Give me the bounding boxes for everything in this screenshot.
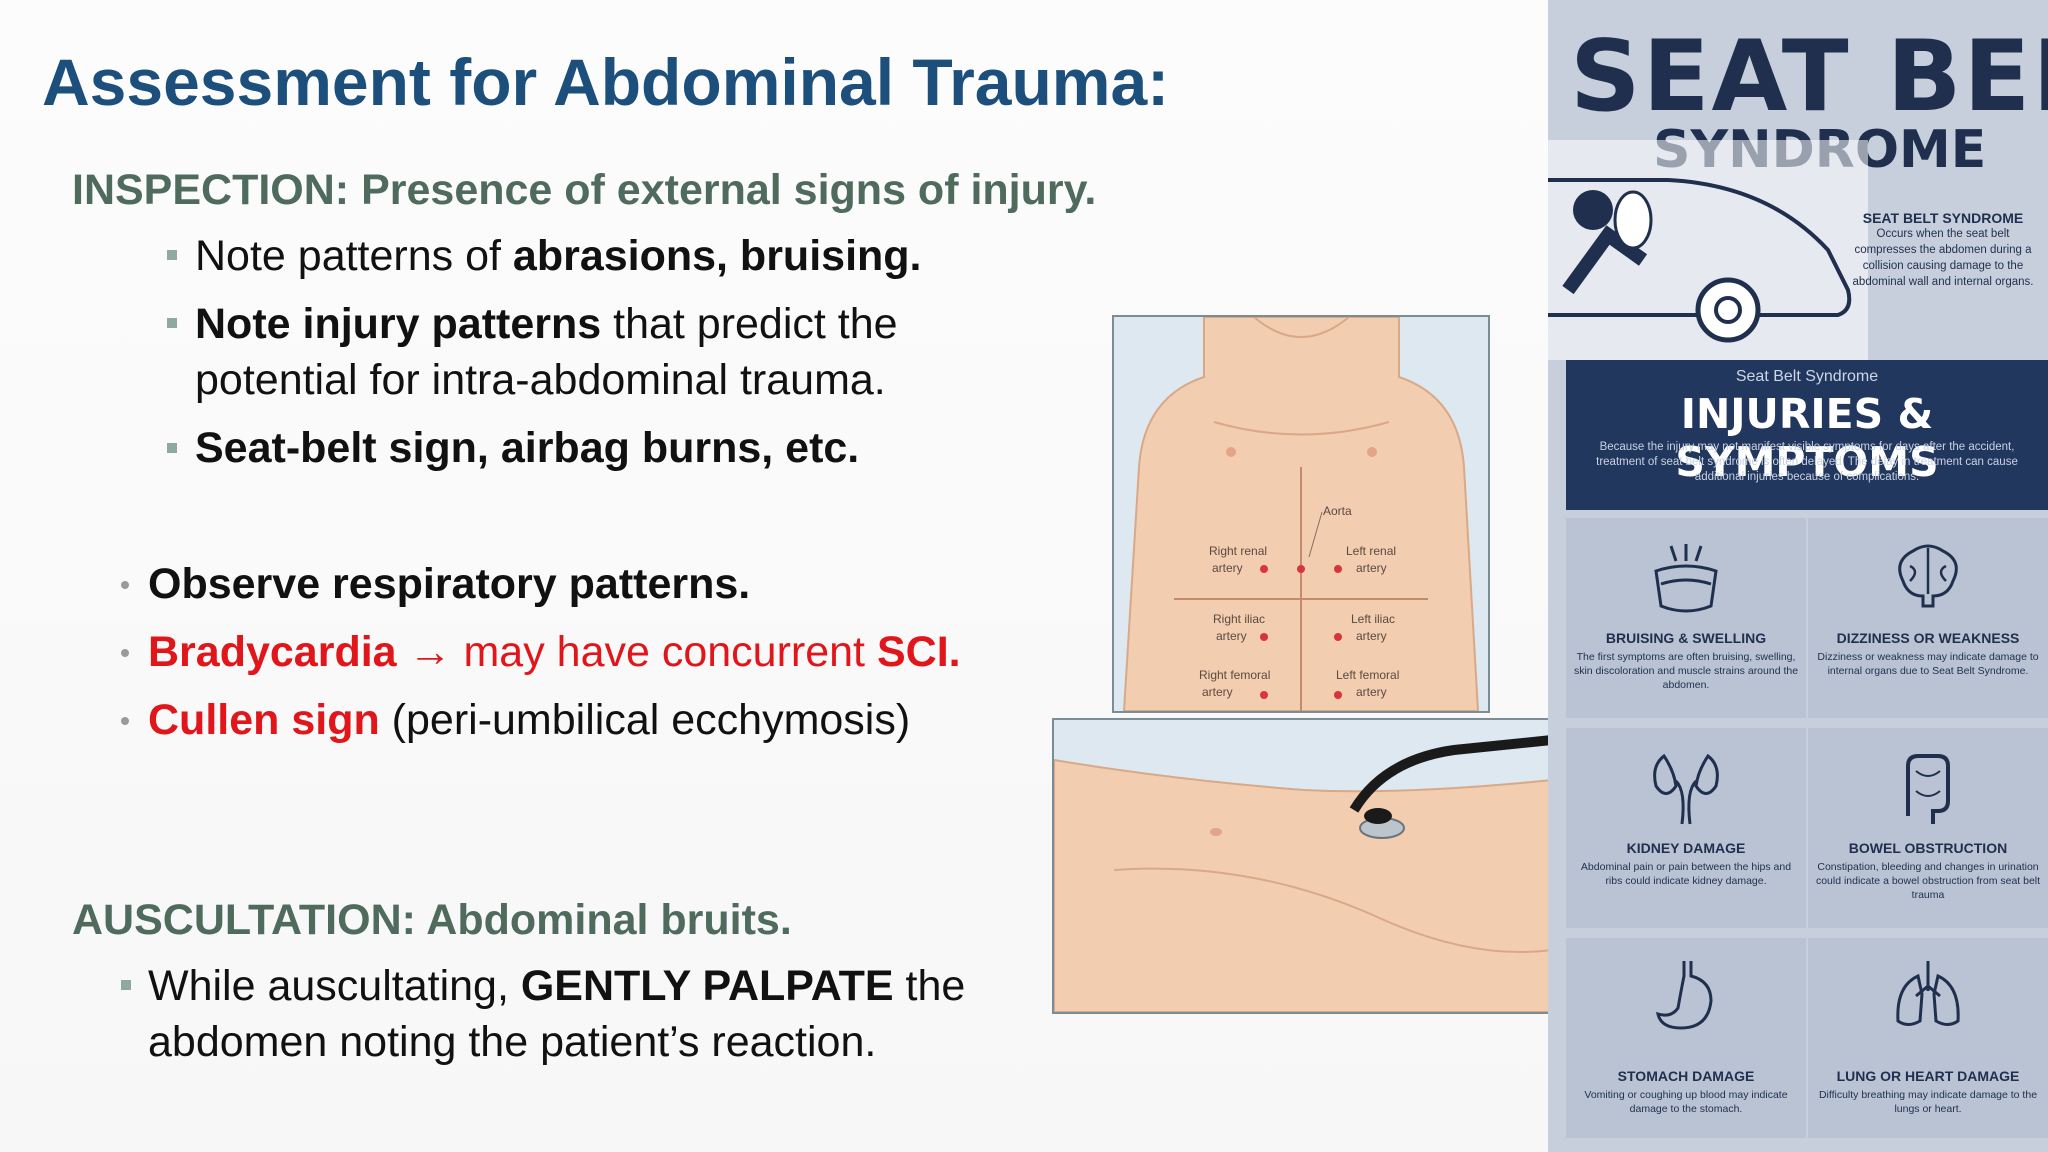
text: that predict the (601, 300, 898, 348)
label-left-renal-2: artery (1356, 561, 1387, 575)
arrow-icon: → (408, 628, 452, 676)
slide-title: Assessment for Abdominal Trauma: (42, 45, 1170, 119)
inspection-heading: INSPECTION: Presence of external signs o… (72, 166, 1097, 214)
tile-heading: DIZZINESS OR WEAKNESS (1836, 630, 2020, 646)
bold-text: abrasions, bruising. (512, 232, 922, 280)
label-right-iliac-2: artery (1216, 629, 1247, 643)
tile-text: Vomiting or coughing up blood may indica… (1584, 1089, 1788, 1115)
text: Note patterns of (195, 232, 513, 280)
bold-text: GENTLY PALPATE (520, 962, 894, 1010)
bullet-dot (121, 717, 129, 725)
bullet-dot (121, 649, 129, 657)
bold-text: Seat-belt sign, airbag burns, etc. (195, 424, 860, 472)
auscultation-illustration (1052, 718, 1554, 1014)
band-description: Because the injury may not manifest visi… (1596, 441, 2018, 483)
tile-dizziness: DIZZINESS OR WEAKNESS Dizziness or weakn… (1808, 518, 2048, 718)
patient-stethoscope-illustration (1054, 735, 1552, 1012)
tile-heading: BOWEL OBSTRUCTION (1848, 840, 2008, 856)
bullet-square (167, 318, 177, 328)
observation-bradycardia: Bradycardia → may have concurrent SCI. (148, 624, 961, 680)
bruising-icon (1654, 544, 1718, 613)
text: the (893, 962, 966, 1010)
bold-text: Cullen sign (148, 696, 380, 744)
seat-belt-syndrome-infographic: SEAT BELT SYNDROME SEAT BELT SYNDROME Oc… (1548, 0, 2048, 1152)
bold-text: Note injury patterns (195, 300, 602, 348)
intestine-icon (1906, 754, 1950, 824)
car-card: SEAT BELT SYNDROME Occurs when the seat … (1848, 210, 2038, 290)
lungs-icon (1896, 961, 1960, 1026)
tile-kidney: KIDNEY DAMAGE Abdominal pain or pain bet… (1566, 728, 1806, 928)
brain-icon (1898, 544, 1958, 608)
bullet-square (167, 250, 177, 260)
label-right-femoral-2: artery (1202, 685, 1233, 699)
tile-text: Abdominal pain or pain between the hips … (1580, 861, 1792, 887)
tile-bowel: BOWEL OBSTRUCTION Constipation, bleeding… (1808, 728, 2048, 928)
bold-text: Bradycardia (148, 628, 397, 676)
auscultation-item: While auscultating, GENTLY PALPATE the a… (148, 958, 1048, 1070)
bold-text: Observe respiratory patterns. (148, 560, 751, 608)
stomach-icon (1655, 961, 1713, 1030)
infographic-title: SEAT BELT (1570, 20, 2048, 134)
tile-lung-heart: LUNG OR HEART DAMAGE Difficulty breathin… (1808, 938, 2048, 1138)
text: While auscultating, (148, 962, 521, 1010)
label-right-iliac: Right iliac (1213, 612, 1265, 626)
abdominal-arteries-diagram: Aorta Right renal artery Left renal arte… (1112, 315, 1490, 713)
label-aorta: Aorta (1323, 504, 1352, 518)
label-right-renal-2: artery (1212, 561, 1243, 575)
observation-respiratory: Observe respiratory patterns. (148, 556, 750, 612)
tile-heading: LUNG OR HEART DAMAGE (1836, 1068, 2020, 1084)
observation-cullen: Cullen sign (peri-umbilical ecchymosis) (148, 692, 910, 748)
text: (peri-umbilical ecchymosis) (379, 696, 911, 744)
label-right-renal: Right renal (1209, 544, 1267, 558)
label-left-femoral-2: artery (1356, 685, 1387, 699)
label-right-femoral: Right femoral (1199, 668, 1270, 682)
label-left-iliac-2: artery (1356, 629, 1387, 643)
tile-text: Constipation, bleeding and changes in ur… (1815, 861, 2041, 901)
text: potential for intra-abdominal trauma. (195, 356, 886, 404)
tile-heading: STOMACH DAMAGE (1617, 1068, 1755, 1084)
tile-text: The first symptoms are often bruising, s… (1573, 651, 1799, 691)
bullet-dot (121, 581, 129, 589)
bullet-square (121, 980, 131, 990)
tile-heading: BRUISING & SWELLING (1605, 630, 1767, 646)
car-icon (1548, 140, 1868, 360)
text: may have concurrent (451, 628, 877, 676)
tile-stomach: STOMACH DAMAGE Vomiting or coughing up b… (1566, 938, 1806, 1138)
band-small: Seat Belt Syndrome (1735, 368, 1879, 385)
tile-heading: KIDNEY DAMAGE (1626, 840, 1746, 856)
label-left-renal: Left renal (1346, 544, 1396, 558)
car-card-text: Occurs when the seat belt compresses the… (1852, 228, 2034, 288)
tile-text: Dizziness or weakness may indicate damag… (1817, 651, 2039, 677)
inspection-item-3: Seat-belt sign, airbag burns, etc. (195, 420, 859, 476)
injuries-band: Seat Belt Syndrome INJURIES & SYMPTOMS B… (1566, 360, 2048, 510)
inspection-item-1: Note patterns of abrasions, bruising. (195, 228, 922, 284)
tile-text: Difficulty breathing may indicate damage… (1818, 1089, 2038, 1115)
band-title: INJURIES & SYMPTOMS (1675, 390, 1939, 486)
tile-bruising: BRUISING & SWELLING The first symptoms a… (1566, 518, 1806, 718)
torso-illustration: Aorta Right renal artery Left renal arte… (1122, 317, 1480, 711)
kidney-icon (1653, 753, 1719, 825)
bold-text: SCI. (876, 628, 961, 676)
bullet-square (167, 443, 177, 453)
car-card-heading: SEAT BELT SYNDROME (1862, 210, 2024, 226)
label-left-iliac: Left iliac (1351, 612, 1395, 626)
auscultation-heading: AUSCULTATION: Abdominal bruits. (72, 896, 792, 944)
label-left-femoral: Left femoral (1336, 668, 1399, 682)
inspection-item-2: Note injury patterns that predict the po… (195, 296, 1015, 408)
text: abdomen noting the patient’s reaction. (148, 1018, 877, 1066)
